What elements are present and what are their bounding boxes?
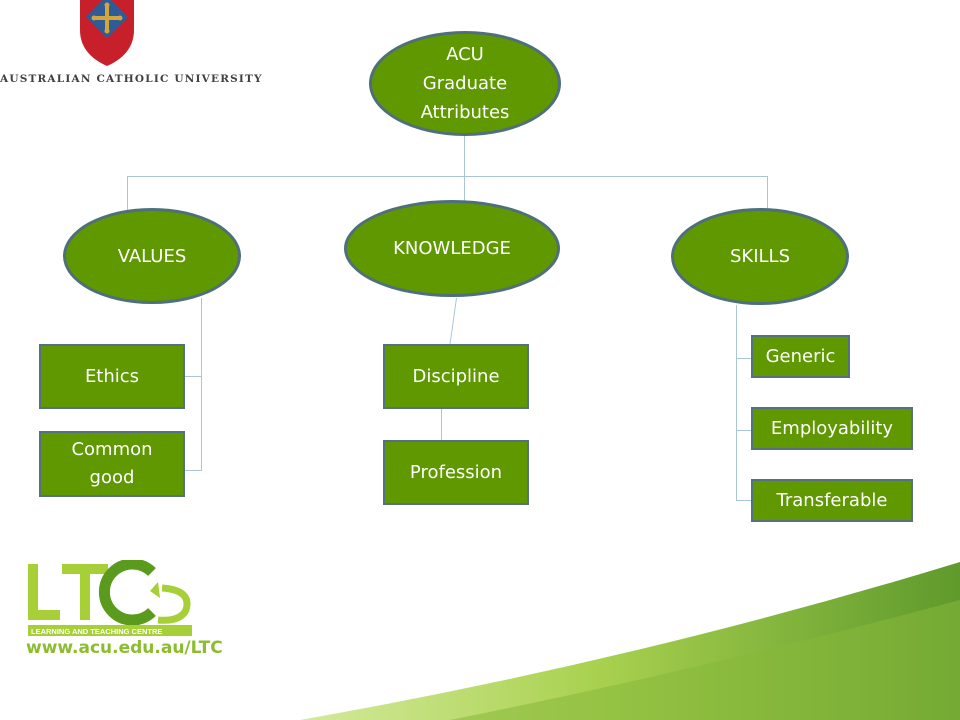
leaf-generic: Generic: [751, 335, 850, 378]
connector-discipline-profession: [441, 409, 442, 440]
connector-transferable: [736, 500, 752, 501]
decorative-green-wave: [300, 562, 960, 720]
university-name: Australian Catholic University: [0, 73, 263, 85]
branch-node-skills: SKILLS: [671, 208, 849, 305]
leaf-profession: Profession: [383, 440, 529, 505]
ltc-logo-tagline: LEARNING AND TEACHING CENTRE: [31, 627, 162, 636]
leaf-employability: Employability: [751, 407, 913, 450]
connector-ethics: [184, 376, 202, 377]
connector-skills-drop: [767, 176, 768, 210]
connector-generic: [736, 358, 752, 359]
connector-knowledge-trunk: [449, 298, 457, 344]
branch-node-knowledge: KNOWLEDGE: [344, 200, 560, 297]
connector-branch-bar: [127, 176, 768, 177]
ltc-logo: LEARNING AND TEACHING CENTRE: [28, 560, 192, 636]
root-node-acu-graduate-attributes: ACU Graduate Attributes: [369, 31, 561, 136]
acu-crest-logo: [80, 0, 134, 66]
leaf-discipline: Discipline: [383, 344, 529, 409]
leaf-ethics: Ethics: [39, 344, 185, 409]
ltc-website-url[interactable]: www.acu.edu.au/LTC: [26, 638, 223, 658]
connector-root-stem: [464, 136, 465, 177]
connector-skills-trunk: [736, 305, 737, 501]
connector-values-trunk: [201, 298, 202, 471]
connector-common-good: [184, 470, 202, 471]
branch-node-values: VALUES: [63, 208, 241, 304]
leaf-transferable: Transferable: [751, 479, 913, 522]
connector-knowledge-drop: [464, 176, 465, 202]
connector-employability: [736, 430, 752, 431]
connector-values-drop: [127, 176, 128, 210]
leaf-common-good: Common good: [39, 431, 185, 497]
